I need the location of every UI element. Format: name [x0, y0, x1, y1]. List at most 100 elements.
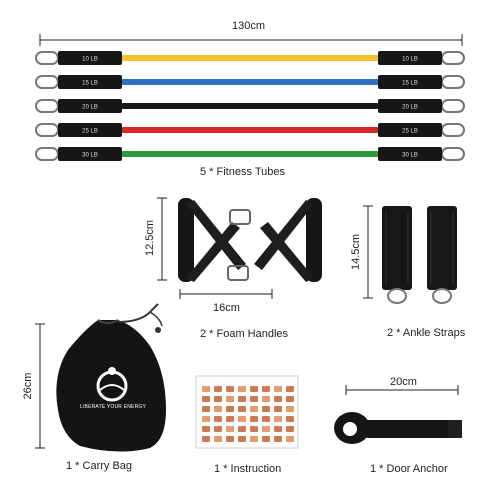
exercise-figure-icon [226, 416, 234, 422]
carry-bag-caption: 1 * Carry Bag [66, 460, 133, 472]
tube-sleeve-left [58, 51, 122, 65]
tube-body [120, 103, 380, 109]
exercise-figure-icon [238, 436, 246, 442]
exercise-figure-icon [262, 416, 270, 422]
exercise-figure-icon [250, 386, 258, 392]
tube-left-label: 15 LB [82, 81, 98, 87]
anchor-width-label: 20cm [390, 376, 417, 388]
exercise-figure-icon [202, 426, 210, 432]
carabiner-left-icon [35, 75, 59, 89]
tube-sleeve-left [58, 123, 122, 137]
exercise-figure-icon [274, 406, 282, 412]
tube-left-label: 10 LB [82, 57, 98, 63]
exercise-figure-icon [262, 406, 270, 412]
exercise-figure-icon [274, 436, 282, 442]
instruction-sheet [195, 375, 299, 449]
exercise-figure-icon [202, 386, 210, 392]
exercise-figure-icon [226, 426, 234, 432]
bag-height-label: 26cm [22, 372, 34, 400]
carabiner-right-icon [441, 123, 465, 137]
handle-height-dimension-line [157, 197, 167, 281]
strap-height-label: 14.5cm [350, 233, 362, 271]
carabiner-left-icon [35, 123, 59, 137]
tube-right-label: 15 LB [402, 81, 418, 87]
tube-right-label: 20 LB [402, 105, 418, 111]
exercise-figure-icon [274, 426, 282, 432]
carabiner-left-icon [35, 51, 59, 65]
exercise-figure-icon [238, 406, 246, 412]
exercise-figure-icon [226, 396, 234, 402]
tube-sleeve-left [58, 147, 122, 161]
carabiner-right-icon [441, 147, 465, 161]
tube-left-label: 20 LB [82, 105, 98, 111]
carabiner-right-icon [441, 51, 465, 65]
carabiner-left-icon [35, 147, 59, 161]
exercise-figure-icon [286, 406, 294, 412]
carabiner-right-icon [441, 99, 465, 113]
tube-body [120, 127, 380, 133]
tube-sleeve-right [378, 75, 442, 89]
ankle-straps-caption: 2 * Ankle Straps [387, 327, 466, 339]
exercise-figure-icon [262, 396, 270, 402]
exercise-figure-icon [250, 396, 258, 402]
bag-height-dimension-line [35, 323, 45, 449]
tube-left-label: 30 LB [82, 153, 98, 159]
exercise-figure-icon [274, 416, 282, 422]
exercise-figure-icon [202, 436, 210, 442]
bag-print-text: LIBERATE YOUR ENERGY [79, 404, 147, 410]
carabiner-left-icon [35, 99, 59, 113]
exercise-figure-icon [286, 396, 294, 402]
anchor-width-dimension-line [345, 385, 459, 395]
tube-left-label: 25 LB [82, 129, 98, 135]
exercise-figure-icon [202, 416, 210, 422]
exercise-figure-icon [286, 426, 294, 432]
handle-width-label: 16cm [213, 302, 240, 314]
exercise-figure-icon [226, 406, 234, 412]
tube-right-label: 30 LB [402, 153, 418, 159]
exercise-figure-icon [214, 436, 222, 442]
door-anchor-caption: 1 * Door Anchor [370, 463, 448, 475]
handle-width-dimension-line [179, 289, 273, 299]
exercise-figure-icon [202, 396, 210, 402]
exercise-figure-icon [214, 396, 222, 402]
tube-sleeve-right [378, 51, 442, 65]
tube-sleeve-right [378, 99, 442, 113]
tube-sleeve-left [58, 99, 122, 113]
exercise-figure-icon [262, 386, 270, 392]
carabiner-right-icon [441, 75, 465, 89]
tube-right-label: 10 LB [402, 57, 418, 63]
exercise-figure-icon [262, 436, 270, 442]
strap-height-dimension-line [363, 205, 373, 299]
exercise-figure-icon [250, 416, 258, 422]
tube-body [120, 79, 380, 85]
exercise-figure-icon [226, 436, 234, 442]
exercise-figure-icon [250, 406, 258, 412]
exercise-figure-icon [238, 396, 246, 402]
fitness-tubes-caption: 5 * Fitness Tubes [200, 166, 285, 178]
tube-length-dimension-line [39, 34, 463, 46]
handle-height-label: 12.5cm [144, 219, 156, 257]
carry-bag [56, 303, 167, 452]
tube-sleeve-right [378, 123, 442, 137]
exercise-figure-icon [286, 436, 294, 442]
exercise-figure-icon [202, 406, 210, 412]
foam-handles-caption: 2 * Foam Handles [200, 328, 289, 340]
ankle-strap-left [382, 206, 412, 304]
exercise-figure-icon [274, 386, 282, 392]
tube-body [120, 55, 380, 61]
tube-sleeve-right [378, 147, 442, 161]
exercise-figure-icon [214, 416, 222, 422]
bag-logo-icon [96, 367, 128, 402]
exercise-figure-icon [250, 436, 258, 442]
fitness-tube: 15 LB 15 LB [35, 75, 465, 89]
exercise-figure-icon [286, 416, 294, 422]
tube-sleeve-left [58, 75, 122, 89]
exercise-figure-icon [262, 426, 270, 432]
exercise-figure-icon [238, 416, 246, 422]
exercise-figure-icon [274, 396, 282, 402]
fitness-tube: 10 LB 10 LB [35, 51, 465, 65]
exercise-figure-icon [238, 386, 246, 392]
fitness-tube: 20 LB 20 LB [35, 99, 465, 113]
